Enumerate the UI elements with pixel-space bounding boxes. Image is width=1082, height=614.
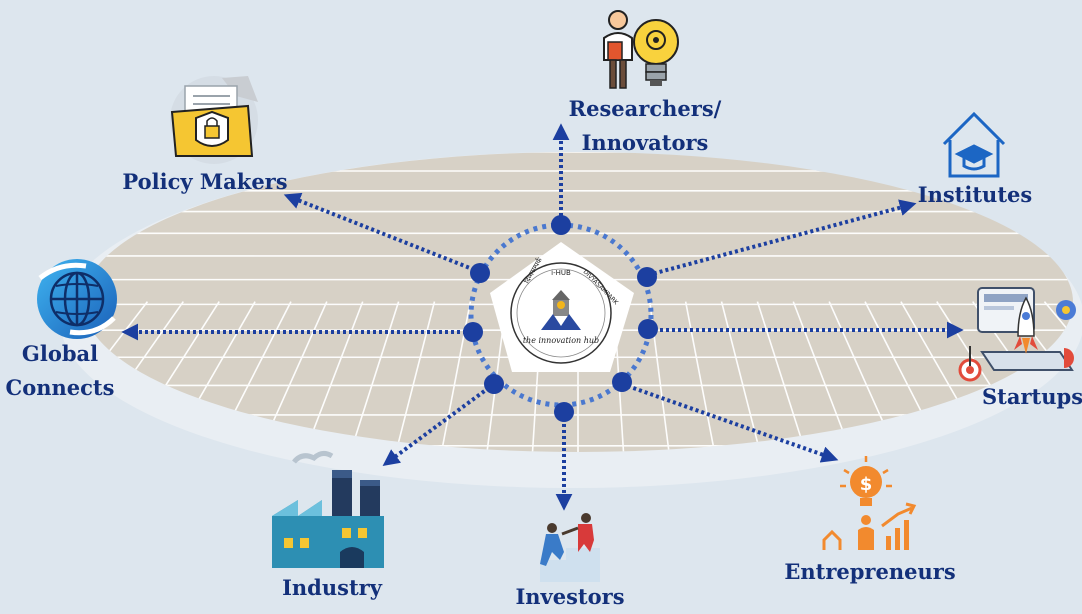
label-researchers-line1: Researchers/ (568, 96, 722, 121)
arrow-to-entrepreneurs (621, 382, 839, 463)
label-institutes: Institutes (917, 182, 1033, 207)
node-policy-makers (470, 263, 490, 283)
label-entrepreneurs: Entrepreneurs (784, 559, 956, 584)
grid-line (347, 301, 400, 452)
ring-nodes (463, 215, 658, 422)
label-industry: Industry (282, 575, 382, 600)
svg-text:$: $ (860, 474, 873, 495)
node-industry (484, 374, 504, 394)
node-startups (638, 319, 658, 339)
label-researchers-line2: Innovators (581, 130, 709, 155)
label-global-line2: Connects (5, 375, 115, 400)
label-researchers-innovators: Researchers/ Innovators (560, 92, 730, 160)
node-institutes (637, 267, 657, 287)
label-global-line1: Global (21, 341, 99, 366)
hub-tagline: the innovation hub (523, 336, 599, 345)
node-global-connects (463, 322, 483, 342)
arrow-to-policy-makers (283, 192, 481, 274)
globe-icon (37, 259, 117, 339)
label-startups: Startups (982, 384, 1082, 409)
grid-line (393, 301, 436, 452)
node-entrepreneurs (612, 372, 632, 392)
connectors (121, 123, 964, 511)
label-investors: Investors (515, 584, 625, 609)
researcher-bulb-icon (603, 10, 679, 89)
node-investors (554, 402, 574, 422)
node-researchers (551, 215, 571, 235)
investors-handshake-icon (540, 513, 600, 582)
hub-logo: दिव्यसम्पर्क i-HUB DIVYASAMPARK the inno… (510, 255, 620, 364)
factory-icon (272, 450, 384, 568)
policy-document-lock-icon (170, 76, 258, 164)
label-policy-makers: Policy Makers (122, 169, 288, 194)
institute-house-icon (942, 111, 1006, 178)
grid-line (756, 301, 809, 452)
label-global-connects: Global Connects (4, 337, 116, 405)
arrow-to-industry (382, 382, 496, 466)
hub-name: i-HUB (551, 269, 571, 277)
entrepreneur-bulb-growth-icon: $ (822, 456, 917, 550)
startup-rocket-icon (958, 287, 1076, 382)
